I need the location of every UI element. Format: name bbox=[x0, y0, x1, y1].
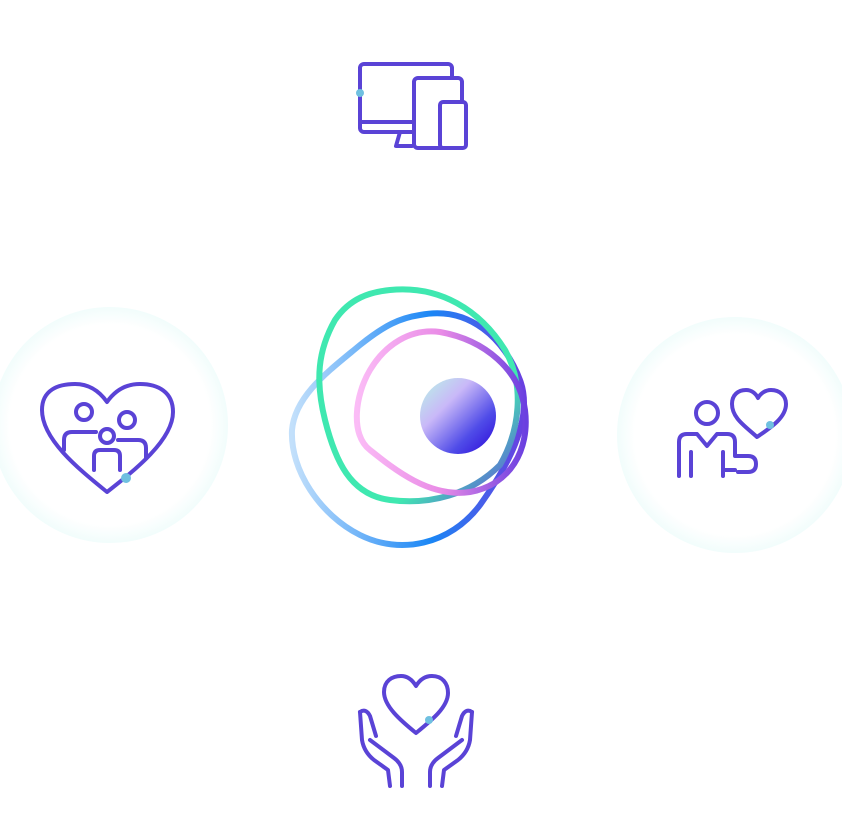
gradient-sphere bbox=[420, 378, 496, 454]
green-ring bbox=[316, 286, 521, 505]
left-halo bbox=[0, 307, 228, 543]
family-heart-icon bbox=[40, 382, 175, 494]
orbit-logo-icon bbox=[288, 286, 529, 548]
pink-ring bbox=[353, 328, 529, 496]
hands-heart-icon bbox=[358, 674, 474, 788]
devices-icon bbox=[356, 62, 468, 150]
caregiver-heart-icon bbox=[677, 388, 788, 478]
blue-ring bbox=[288, 310, 527, 548]
